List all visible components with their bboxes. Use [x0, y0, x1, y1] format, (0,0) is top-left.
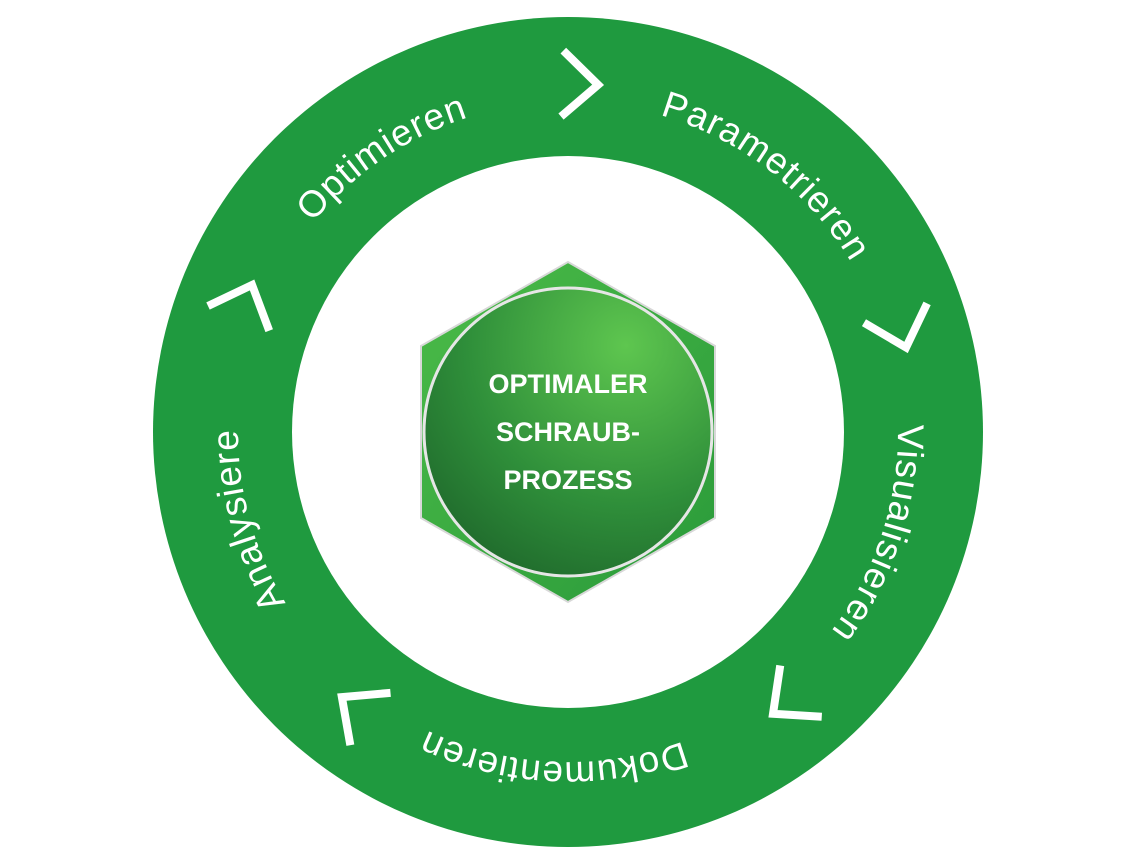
chevron-arrow-icon	[558, 47, 605, 120]
center-title-line-3: PROZESS	[503, 465, 632, 495]
chevron-arrow-icon	[337, 688, 391, 746]
center-circle	[422, 286, 714, 578]
center-title-line-1: OPTIMALER	[489, 369, 648, 399]
center-title-line-2: SCHRAUB-	[496, 417, 640, 447]
chevron-arrow-icon	[768, 664, 823, 721]
chevron-arrow-icon	[206, 279, 273, 333]
chevron-arrow-icon	[861, 301, 931, 354]
